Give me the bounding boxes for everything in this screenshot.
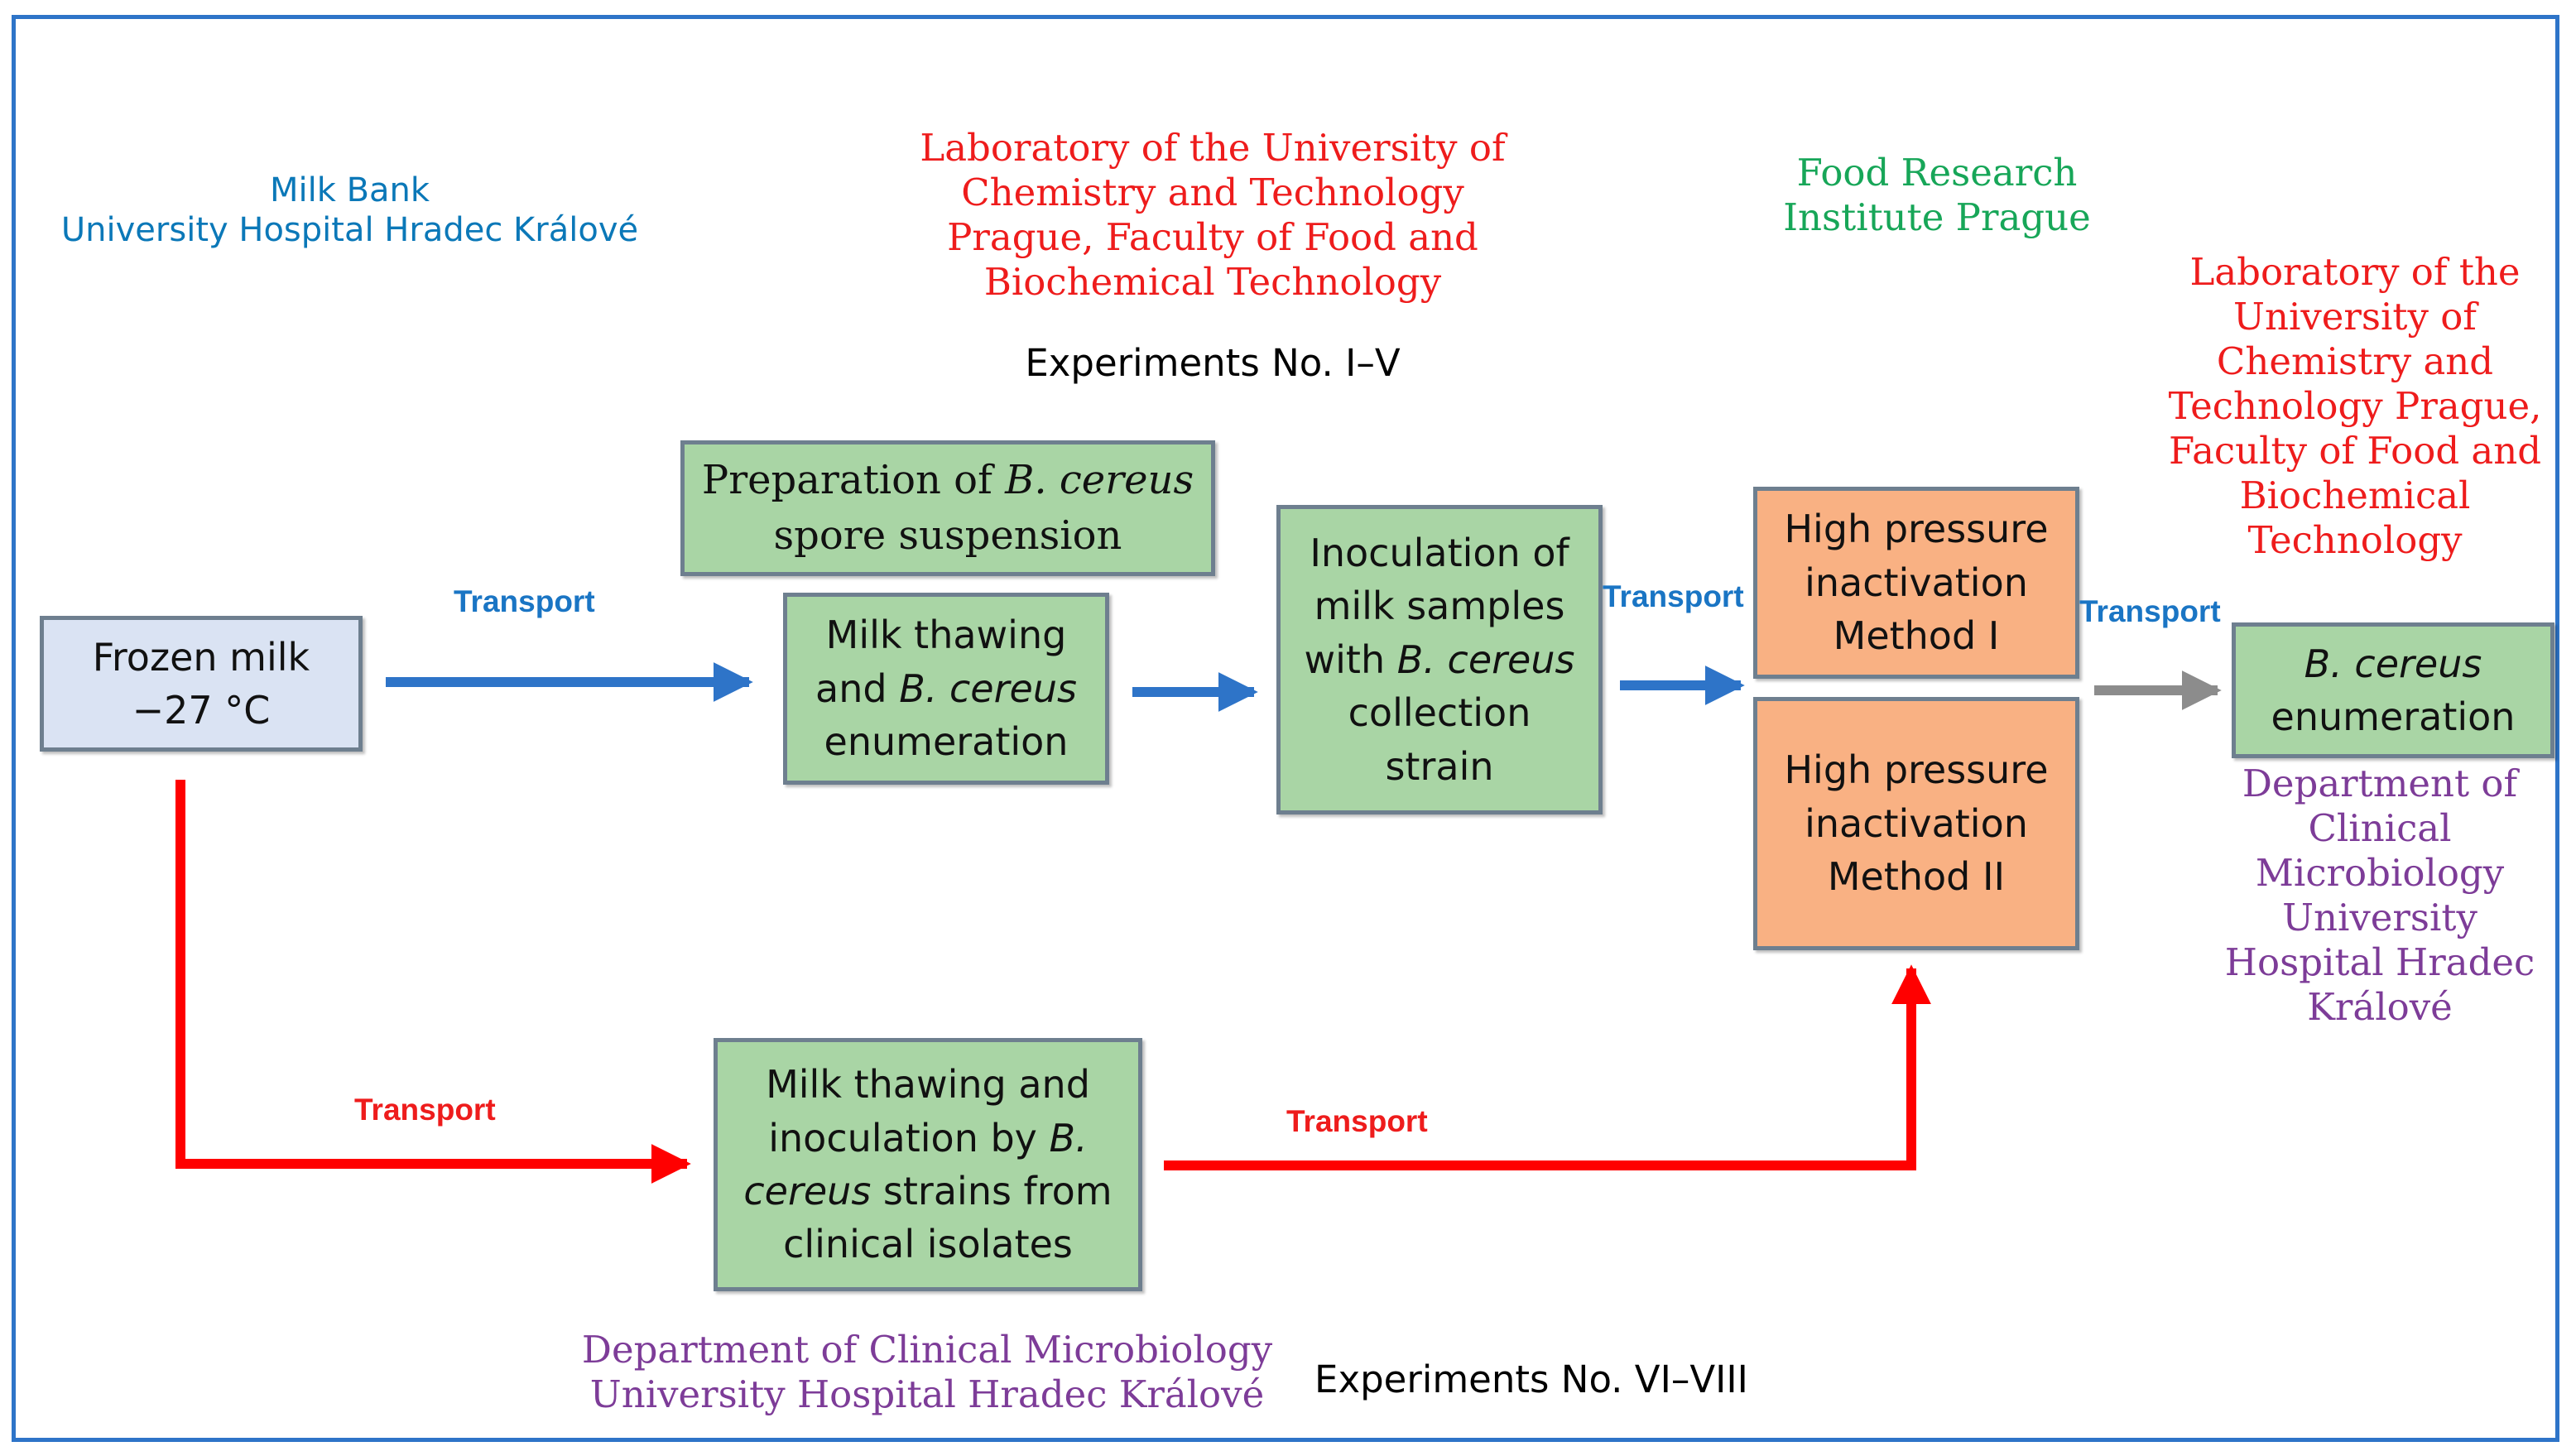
experiments-bottom-label: Experiments No. VI–VIII [1314,1357,1748,1401]
food-research-label: Food Research Institute Prague [1783,151,2091,239]
hp-method-2-box: High pressure inactivation Method II [1753,697,2079,950]
hp-method-1-text: High pressure inactivation Method I [1784,507,2049,659]
bcereus-enumeration-text: B. cereus enumeration [2271,641,2516,739]
lab-uct-right-label: Laboratory of the University of Chemistr… [2168,250,2542,562]
milk-bank-label: Milk Bank University Hospital Hradec Krá… [60,171,639,249]
milk-thawing-enumeration-box: Milk thawing and B. cereus enumeration [783,593,1109,785]
diagram-frame [12,15,2559,1442]
arrow-clinical-to-hp2 [1164,964,1931,1170]
milk-thawing-enumeration-text: Milk thawing and B. cereus enumeration [815,613,1077,765]
preparation-box: Preparation of B. cereus spore suspensio… [680,440,1215,576]
transport-label-1: Transport [454,584,595,618]
inoculation-box: Inoculation of milk samples with B. cere… [1276,505,1603,814]
hp-method-1-box: High pressure inactivation Method I [1753,487,2079,679]
transport-label-3: Transport [2079,594,2221,628]
milk-thawing-clinical-text: Milk thawing and inoculation by B. cereu… [743,1062,1113,1267]
milk-thawing-clinical-box: Milk thawing and inoculation by B. cereu… [714,1038,1142,1291]
inoculation-text: Inoculation of milk samples with B. cere… [1304,531,1575,789]
bcereus-enumeration-box: B. cereus enumeration [2232,622,2554,758]
transport-label-5: Transport [1286,1104,1428,1138]
frozen-milk-text: Frozen milk −27 °C [92,634,310,733]
lab-uct-top-label: Laboratory of the University of Chemistr… [920,126,1506,304]
arrow-frozen-to-clinical [175,780,691,1184]
experiments-top-label: Experiments No. I–V [1025,341,1401,385]
hp-method-2-text: High pressure inactivation Method II [1784,747,2049,900]
dept-clinical-bottom-label: Department of Clinical Microbiology Univ… [581,1328,1273,1416]
preparation-text: Preparation of B. cereus spore suspensio… [701,456,1194,559]
dept-clinical-right-label: Department of Clinical Microbiology Univ… [2224,762,2535,1029]
transport-label-4: Transport [354,1093,496,1127]
transport-label-2: Transport [1603,579,1744,613]
frozen-milk-box: Frozen milk −27 °C [40,616,363,752]
